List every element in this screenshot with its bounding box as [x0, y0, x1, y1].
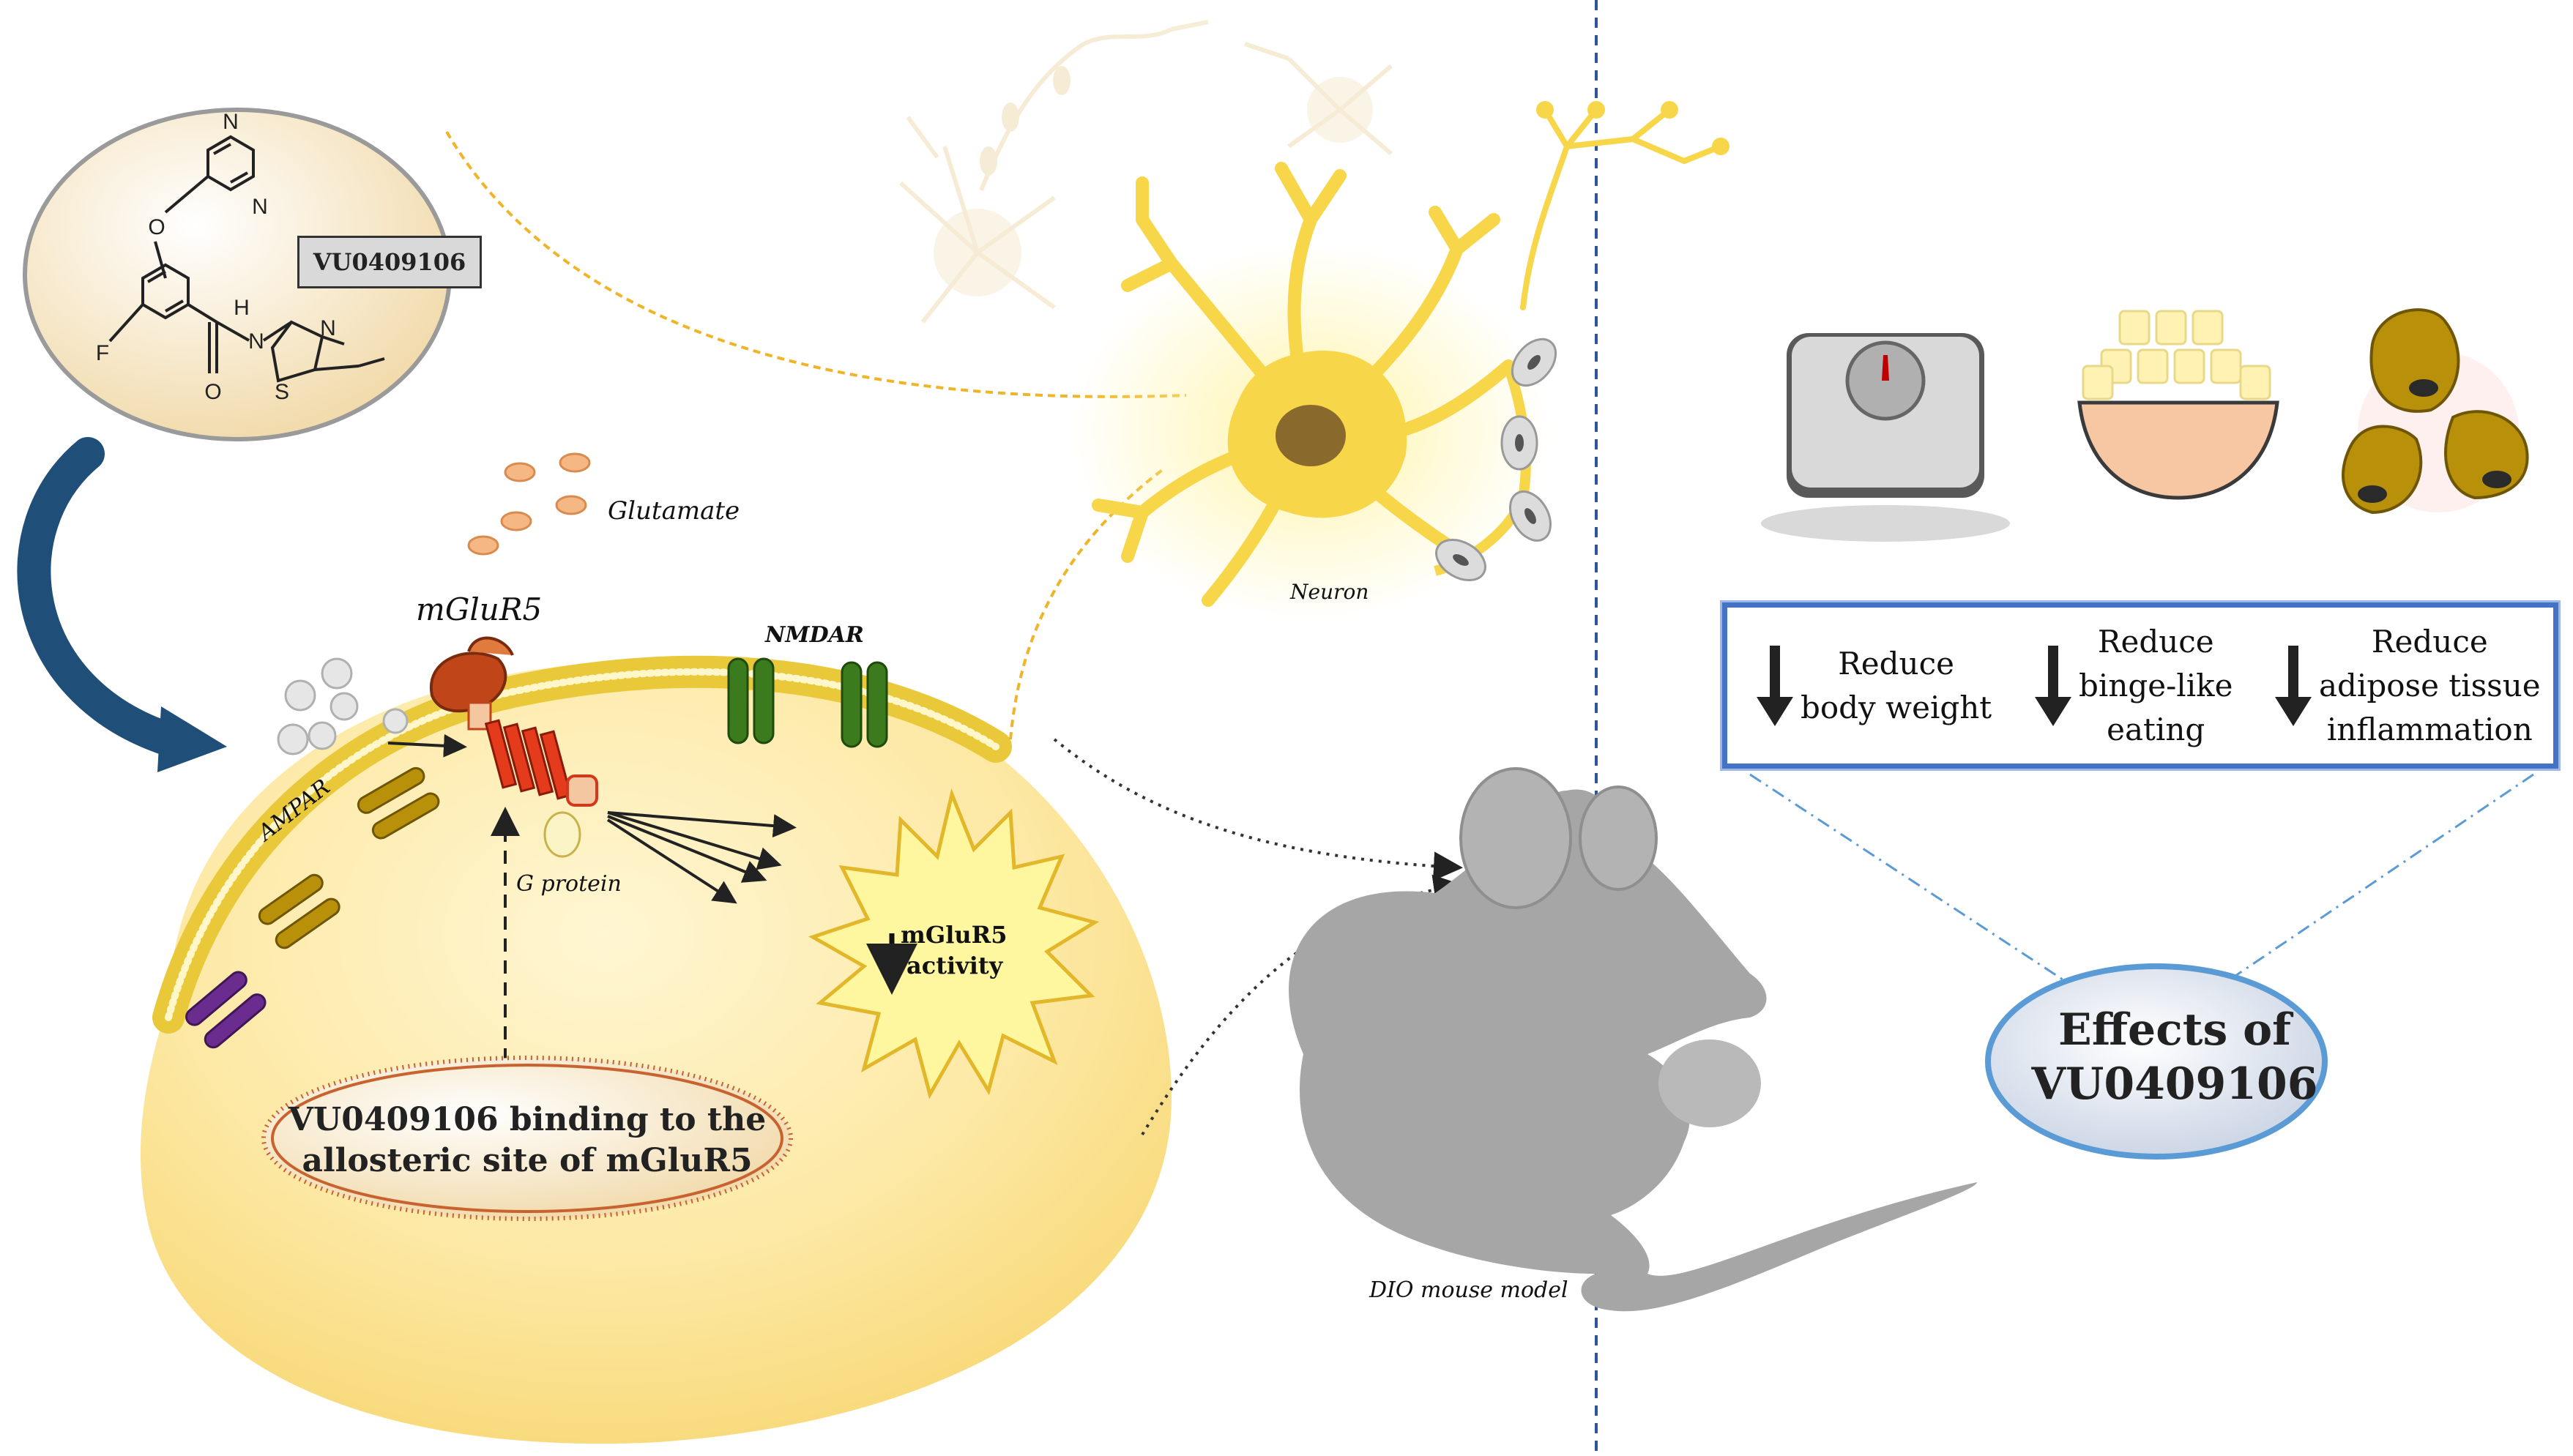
atom-n-thiazole: N: [320, 316, 336, 340]
background-neurons-decor: [898, 20, 1393, 324]
g-protein-label: G protein: [516, 871, 622, 897]
glutamate-molecules: [467, 452, 591, 556]
nmdar-receptors: [727, 657, 888, 748]
glutamate-label: Glutamate: [608, 496, 740, 526]
ligand-spheres: [277, 657, 409, 755]
atom-f: F: [96, 341, 109, 365]
mouse-model-label: DIO mouse model: [1369, 1277, 1568, 1303]
food-bowl-icon: [2077, 310, 2279, 500]
atom-o-carbonyl: O: [204, 380, 221, 404]
mglur5-label: mGluR5: [416, 591, 543, 627]
neuron-icon: [1069, 101, 1729, 622]
dotted-arrow-top: [1053, 738, 1463, 881]
down-arrow-icon: [1757, 645, 1793, 726]
atom-o: O: [148, 215, 165, 239]
effects-ellipse: [1985, 963, 2328, 1160]
activity-label: mGluR5 activity: [901, 921, 1008, 979]
mouse-icon: [1289, 767, 1977, 1312]
compound-name-label: VU0409106: [297, 236, 482, 288]
atom-n-amide: N: [248, 329, 264, 354]
cell-body: [140, 659, 1172, 1444]
compound-structure: [108, 135, 385, 383]
connector-left: [1749, 773, 2066, 982]
binding-label: VU0409106 binding to the allosteric site…: [288, 1101, 767, 1179]
binding-ellipse: [261, 1056, 793, 1221]
atom-n1: N: [223, 110, 239, 134]
connector-right: [2233, 773, 2534, 979]
ampar-receptors: [185, 766, 440, 1049]
atom-n2: N: [252, 195, 268, 219]
atom-h: H: [234, 296, 250, 320]
down-arrow-icon: [2275, 645, 2312, 726]
activity-starburst: [808, 788, 1100, 1100]
adipose-cells-icon: [2342, 308, 2529, 515]
effects-title: Effects of VU0409106: [2031, 1004, 2318, 1110]
down-arrow-icon: [2035, 645, 2071, 726]
signaling-arrows: [606, 811, 797, 904]
scale-icon: [1761, 333, 2010, 542]
mglur5-receptor: [429, 636, 598, 858]
neuron-label: Neuron: [1290, 580, 1369, 604]
curved-arrow: [17, 437, 185, 756]
nmdar-label: NMDAR: [765, 622, 864, 648]
zoom-guide-top: [445, 130, 1187, 398]
atom-s: S: [275, 380, 289, 404]
